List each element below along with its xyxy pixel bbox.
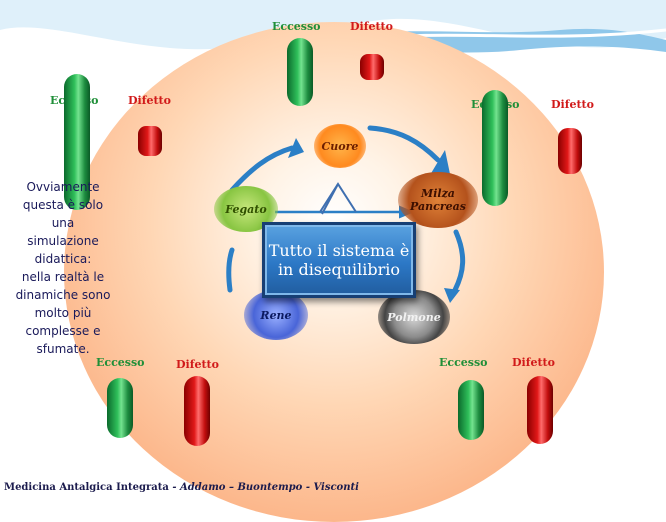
- organ-heart-label: Cuore: [321, 139, 359, 153]
- imbalance-text-line2: in disequilibrio: [277, 260, 401, 279]
- deficit-label-left: Difetto: [128, 94, 171, 107]
- organ-heart: Cuore: [314, 124, 366, 168]
- deficit-bar-left: [138, 126, 162, 156]
- excess-bar-left: [64, 74, 90, 210]
- excess-label-bottom-right: Eccesso: [439, 356, 488, 369]
- footer: Medicina Antalgica Integrata - Addamo – …: [4, 482, 359, 493]
- side-note: Ovviamente questa è solo una simulazione…: [14, 178, 112, 358]
- side-note-line: Ovviamente: [26, 180, 100, 194]
- side-note-line: didattica:: [34, 252, 92, 266]
- side-note-line: simulazione: [27, 234, 99, 248]
- imbalance-box: Tutto il sistema è in disequilibrio: [262, 222, 416, 298]
- organ-spleen-label: Milza: [421, 187, 455, 200]
- imbalance-text-line1: Tutto il sistema è: [268, 241, 410, 260]
- deficit-label-top: Difetto: [350, 20, 393, 33]
- organ-kidney: Rene: [244, 290, 308, 340]
- organ-lung-label: Polmone: [387, 310, 441, 324]
- organ-kidney-label: Rene: [260, 308, 292, 322]
- side-note-line: questa è solo una: [22, 198, 104, 230]
- deficit-bar-bottom-left: [184, 376, 210, 446]
- excess-label-bottom-left: Eccesso: [96, 356, 145, 369]
- organ-pancreas-label: Pancreas: [410, 200, 466, 213]
- excess-bar-right: [482, 90, 508, 206]
- excess-label-top: Eccesso: [272, 20, 321, 33]
- organ-spleen-pancreas: Milza Pancreas: [398, 172, 478, 228]
- side-note-line: complesse e: [25, 324, 101, 338]
- deficit-bar-bottom-right: [527, 376, 553, 444]
- excess-bar-bottom-left: [107, 378, 133, 438]
- organ-liver-label: Fegato: [225, 202, 267, 216]
- side-note-line: molto più: [34, 306, 92, 320]
- deficit-label-bottom-left: Difetto: [176, 358, 219, 371]
- deficit-label-right: Difetto: [551, 98, 594, 111]
- deficit-label-bottom-right: Difetto: [512, 356, 555, 369]
- excess-bar-top: [287, 38, 313, 106]
- deficit-bar-right: [558, 128, 582, 174]
- side-note-line: dinamiche sono: [15, 288, 111, 302]
- excess-bar-bottom-right: [458, 380, 484, 440]
- organ-lung: Polmone: [378, 290, 450, 344]
- footer-title: Medicina Antalgica Integrata: [4, 482, 169, 493]
- side-note-line: nella realtà le: [21, 270, 105, 284]
- deficit-bar-top: [360, 54, 384, 80]
- side-note-line: sfumate.: [36, 342, 90, 356]
- footer-authors: - Addamo – Buontempo - Visconti: [172, 482, 359, 493]
